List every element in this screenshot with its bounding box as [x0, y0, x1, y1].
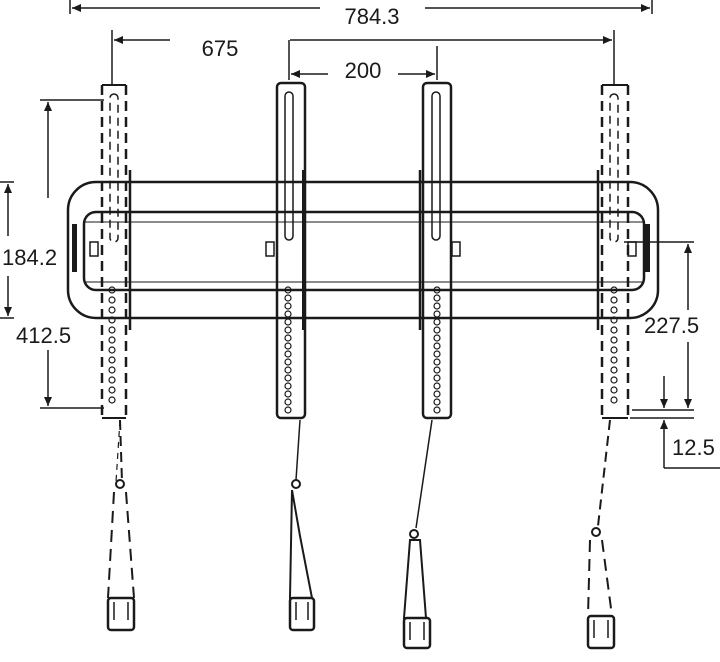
cord-outer-right [586, 419, 616, 650]
wall-plate-outline [66, 180, 660, 320]
dimension-bracket-height: 412.5 [16, 99, 104, 409]
bracket-height-label: 412.5 [16, 323, 71, 348]
bracket-arm-outer-right [596, 84, 630, 419]
plate-offset-label: 227.5 [644, 313, 699, 338]
side-marking-left [72, 224, 77, 272]
bottom-offset-label: 12.5 [672, 435, 715, 460]
side-marking-right [645, 224, 650, 272]
wall-plate [66, 180, 660, 320]
dimension-min-vesa-width: 200 [288, 40, 438, 83]
wall-plate-inner-rail [82, 210, 646, 292]
dimension-max-vesa-width: 675 [111, 30, 615, 86]
bracket-arm-inner-left [275, 81, 307, 420]
latch-tab-3 [451, 241, 461, 257]
cord-inner-left [288, 419, 316, 632]
overall-width-label: 784.3 [344, 4, 399, 29]
latch-tab-1 [89, 241, 99, 257]
bracket-arm-outer-left [100, 84, 132, 419]
cord-inner-right [402, 419, 433, 650]
latch-tab-2 [265, 241, 275, 257]
bracket-arm-inner-right [418, 81, 453, 420]
dimension-bottom-offset: 12.5 [630, 376, 720, 469]
dimension-plate-offset: 227.5 [624, 241, 699, 411]
rail-height-label: 184.2 [2, 245, 57, 270]
cord-outer-left [106, 419, 136, 632]
max-vesa-width-label: 675 [202, 36, 239, 61]
dimension-overall-width: 784.3 [69, 0, 653, 29]
dimension-rail-height: 184.2 [0, 181, 57, 319]
min-vesa-width-label: 200 [345, 58, 382, 83]
